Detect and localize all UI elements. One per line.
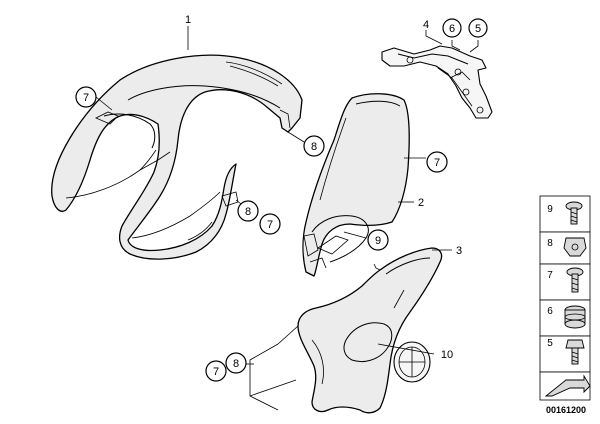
svg-text:7: 7	[213, 366, 219, 378]
callout-9: 9	[367, 229, 389, 251]
callout-8c: 8	[225, 352, 247, 374]
diagram-id: 00161200	[546, 405, 586, 415]
callout-10: 10	[441, 349, 453, 361]
part-3-lower-cover	[297, 247, 443, 414]
callout-3: 3	[456, 245, 462, 257]
svg-text:6: 6	[547, 306, 553, 317]
callout-8a: 8	[303, 135, 325, 157]
svg-text:7: 7	[547, 270, 553, 281]
assembly-lines	[249, 325, 299, 411]
part-1-fairing	[51, 54, 303, 260]
callout-6: 6	[442, 18, 462, 38]
legend-item-8: 8	[547, 237, 587, 257]
svg-text:5: 5	[475, 23, 481, 35]
svg-text:8: 8	[233, 358, 239, 370]
callout-8b: 8	[237, 200, 259, 222]
hardware-legend: 9 8 7 6 5	[539, 195, 591, 401]
svg-text:6: 6	[449, 23, 455, 35]
svg-text:4: 4	[423, 19, 429, 31]
leader-lines	[95, 26, 479, 365]
svg-text:10: 10	[441, 349, 453, 361]
svg-text:9: 9	[375, 235, 381, 247]
callout-2: 2	[418, 197, 424, 209]
callout-7b: 7	[426, 151, 448, 173]
callout-7c: 7	[259, 213, 281, 235]
legend-item-7: 7	[547, 267, 584, 293]
svg-text:7: 7	[83, 92, 89, 104]
svg-text:7: 7	[267, 219, 273, 231]
callout-5: 5	[468, 18, 488, 38]
svg-text:2: 2	[418, 197, 424, 209]
svg-text:5: 5	[547, 338, 553, 349]
callout-1: 1	[185, 14, 191, 26]
legend-arrow-icon	[544, 374, 591, 397]
legend-item-5: 5	[547, 338, 585, 365]
legend-item-6: 6	[547, 305, 586, 329]
svg-text:3: 3	[456, 245, 462, 257]
svg-text:8: 8	[245, 206, 251, 218]
svg-text:7: 7	[434, 157, 440, 169]
svg-text:8: 8	[547, 238, 553, 249]
part-4-bracket	[381, 45, 493, 119]
callout-7a: 7	[75, 86, 97, 108]
svg-text:8: 8	[311, 141, 317, 153]
callout-7d: 7	[205, 360, 227, 382]
svg-text:9: 9	[547, 204, 553, 215]
callout-4: 4	[423, 19, 429, 31]
part-2-side-panel	[302, 93, 410, 277]
svg-text:1: 1	[185, 14, 191, 26]
legend-item-9: 9	[547, 201, 583, 225]
